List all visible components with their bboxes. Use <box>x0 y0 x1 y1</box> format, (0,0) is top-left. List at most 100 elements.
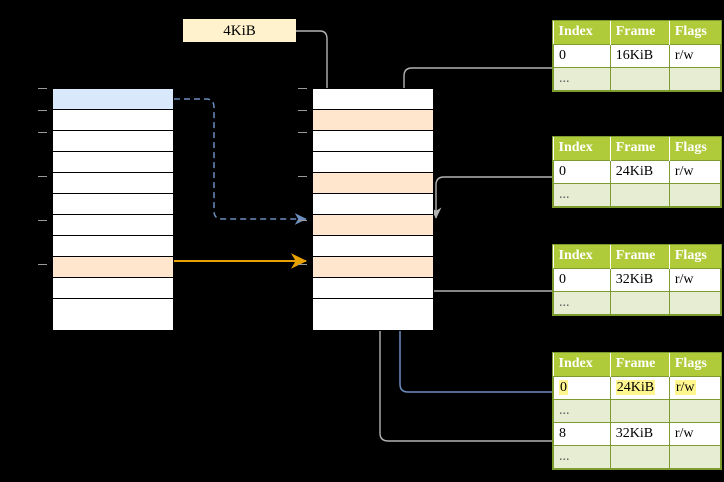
cell-index: ... <box>553 66 611 91</box>
cell-flags: r/w <box>668 43 722 68</box>
left-memory-column <box>52 88 174 331</box>
cell-frame <box>609 66 670 91</box>
table-row: ... <box>553 290 722 315</box>
row-tick-mark <box>298 110 307 111</box>
memory-cell <box>53 215 173 236</box>
cell-flags: r/w <box>668 267 722 292</box>
table-row: ... <box>553 66 722 91</box>
memory-cell <box>313 152 433 173</box>
table-header-row: Index Frame Flags <box>553 245 721 268</box>
cell-index: 0 <box>553 375 611 400</box>
table-header-row: Index Frame Flags <box>553 137 721 160</box>
memory-cell <box>313 110 433 131</box>
memory-cell <box>53 89 173 110</box>
column-header-index: Index <box>553 21 611 44</box>
column-header-frame: Frame <box>610 21 670 44</box>
memory-cell <box>313 257 433 278</box>
column-header-flags: Flags <box>669 245 721 268</box>
column-header-flags: Flags <box>669 21 721 44</box>
cell-flags: r/w <box>668 421 722 446</box>
column-header-frame: Frame <box>610 245 670 268</box>
cell-frame: 32KiB <box>609 421 670 446</box>
cell-index: ... <box>553 182 611 207</box>
connector-left-row0-to-middle-row6 <box>174 98 307 225</box>
cell-index: ... <box>553 444 611 469</box>
memory-cell <box>313 173 433 194</box>
row-tick-mark <box>298 220 307 221</box>
cell-frame: 24KiB <box>609 159 670 184</box>
memory-cell <box>53 236 173 257</box>
row-tick-mark <box>298 176 307 177</box>
memory-cell <box>53 173 173 194</box>
memory-cell <box>313 236 433 257</box>
cell-index: 0 <box>553 267 611 292</box>
cell-frame <box>609 444 670 469</box>
table-row: ... <box>553 182 722 207</box>
row-tick-mark <box>38 176 47 177</box>
cell-frame <box>609 398 670 423</box>
row-tick-mark <box>298 88 307 89</box>
table-row: ... <box>553 398 722 423</box>
row-tick-mark <box>38 220 47 221</box>
cell-index: 8 <box>553 421 611 446</box>
table-header-row: Index Frame Flags <box>553 21 721 44</box>
column-header-index: Index <box>553 245 611 268</box>
row-tick-mark <box>38 132 47 133</box>
memory-cell <box>313 194 433 215</box>
cell-frame <box>609 290 670 315</box>
cell-frame <box>609 182 670 207</box>
memory-cell <box>313 89 433 110</box>
memory-cell <box>53 194 173 215</box>
memory-cell <box>53 110 173 131</box>
cell-index: 0 <box>553 43 611 68</box>
memory-cell <box>313 131 433 152</box>
cell-flags <box>668 444 722 469</box>
memory-cell <box>53 299 173 320</box>
column-header-index: Index <box>553 353 611 376</box>
middle-memory-column <box>312 88 434 331</box>
memory-cell <box>53 152 173 173</box>
page-size-label: 4KiB <box>183 19 296 42</box>
cell-flags <box>668 66 722 91</box>
memory-cell <box>53 257 173 278</box>
memory-cell <box>313 278 433 299</box>
connector-table2-to-middle-row6 <box>430 176 552 219</box>
column-header-frame: Frame <box>610 137 670 160</box>
memory-cell <box>53 131 173 152</box>
column-header-frame: Frame <box>610 353 670 376</box>
cell-flags <box>668 182 722 207</box>
row-tick-mark <box>38 88 47 89</box>
cell-frame: 16KiB <box>609 43 670 68</box>
memory-cell <box>313 299 433 320</box>
cell-index: ... <box>553 398 611 423</box>
cell-frame: 24KiB <box>609 375 670 400</box>
cell-flags: r/w <box>668 375 722 400</box>
cell-frame: 32KiB <box>609 267 670 292</box>
column-header-index: Index <box>553 137 611 160</box>
table-header-row: Index Frame Flags <box>553 353 721 376</box>
cell-index: ... <box>553 290 611 315</box>
cell-flags: r/w <box>668 159 722 184</box>
row-tick-mark <box>298 132 307 133</box>
memory-cell <box>53 278 173 299</box>
row-tick-mark <box>38 110 47 111</box>
row-tick-mark <box>298 264 307 265</box>
cell-flags <box>668 398 722 423</box>
memory-cell <box>313 215 433 236</box>
column-header-flags: Flags <box>669 353 721 376</box>
cell-flags <box>668 290 722 315</box>
